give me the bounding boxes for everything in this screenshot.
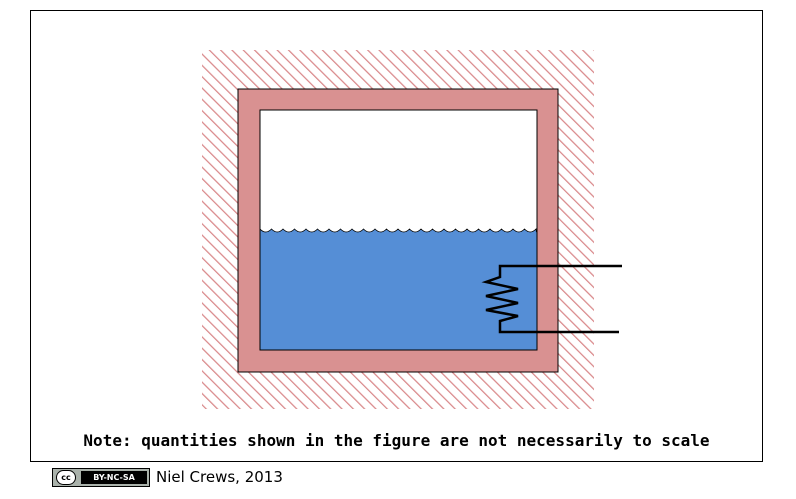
water bbox=[260, 228, 537, 350]
cc-license-badge: cc BY-NC-SA bbox=[52, 467, 150, 487]
license-label: BY-NC-SA bbox=[81, 470, 147, 484]
cc-icon: cc bbox=[56, 469, 76, 485]
author-credit: Niel Crews, 2013 bbox=[156, 468, 283, 486]
scale-note: Note: quantities shown in the figure are… bbox=[83, 431, 710, 450]
heater-coil bbox=[481, 264, 622, 334]
credit-line: cc BY-NC-SA Niel Crews, 2013 bbox=[52, 467, 283, 487]
